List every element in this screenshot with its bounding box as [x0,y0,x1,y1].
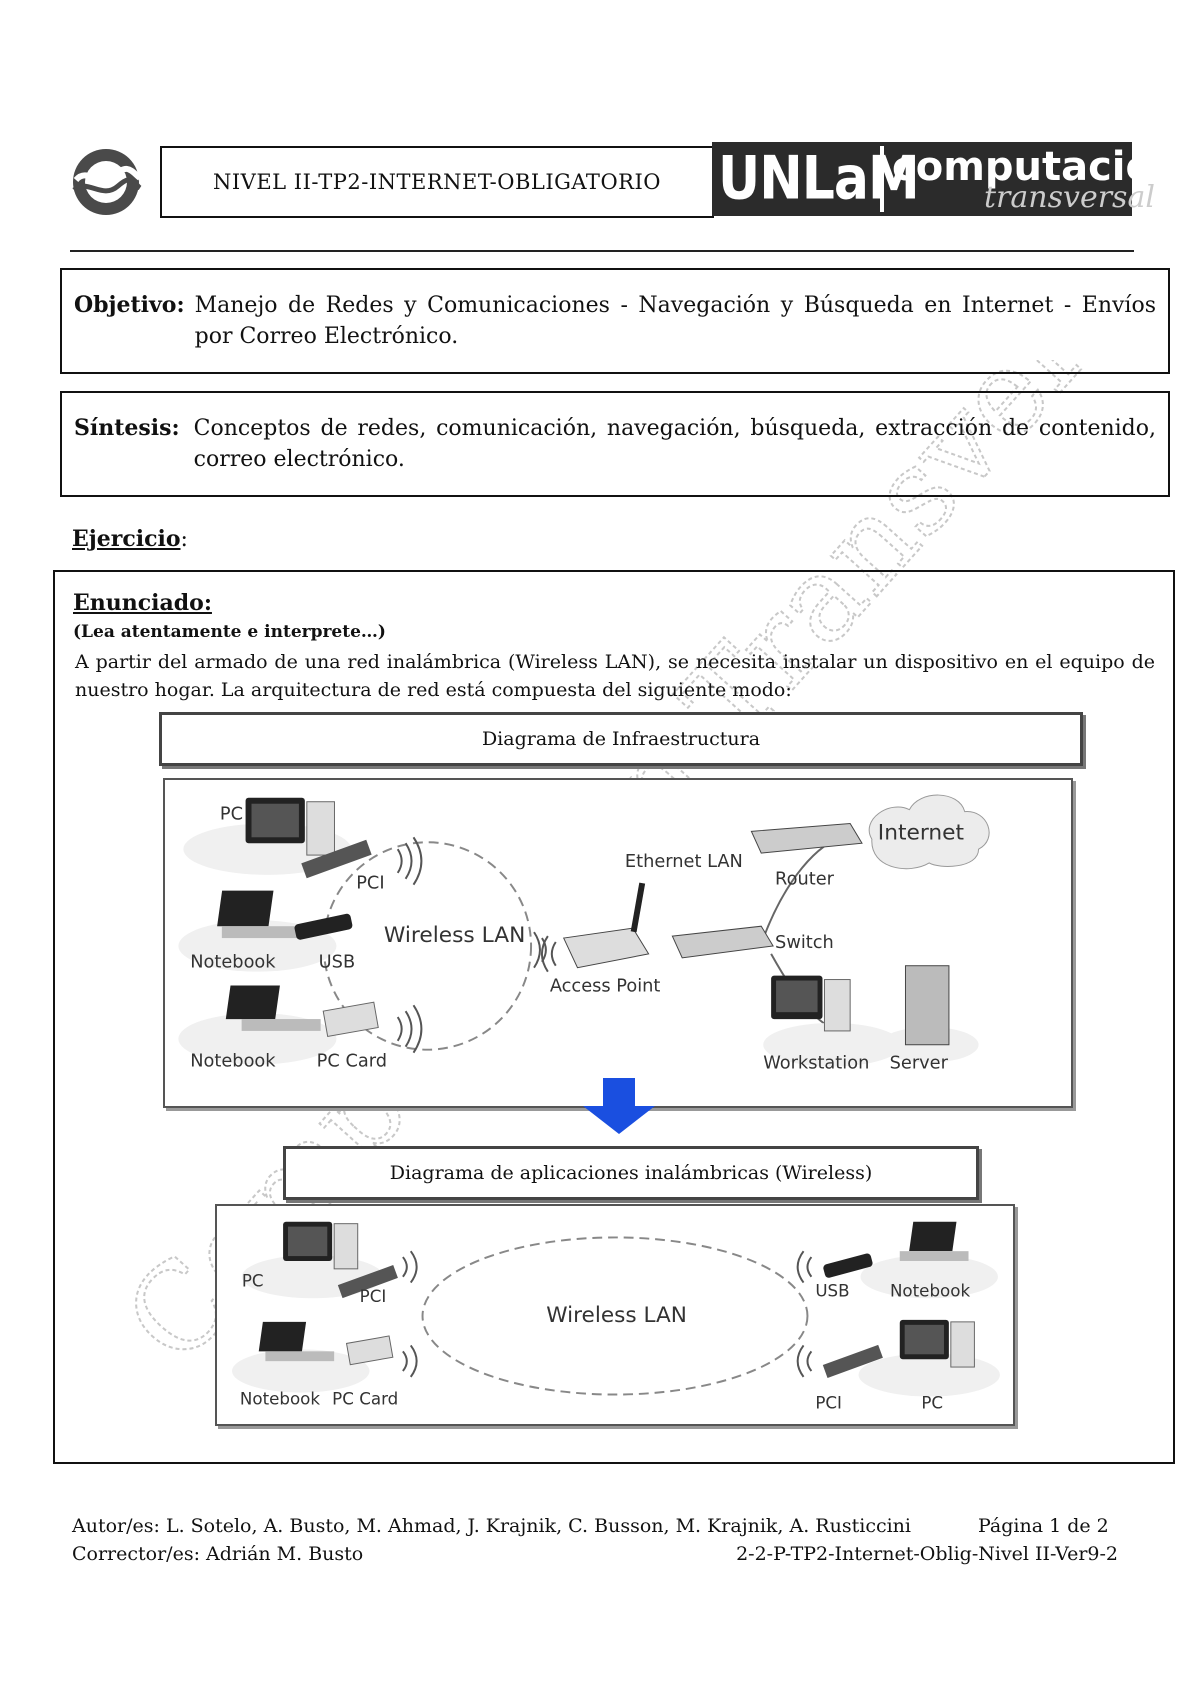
d2-label-pci-r: PCI [815,1393,842,1412]
d2-label-pc-r: PC [921,1393,943,1412]
ejercicio-title: Ejercicio [72,526,181,552]
sintesis-label: Síntesis: [74,413,180,475]
d1-label-notebook2: Notebook [190,1050,276,1071]
d2-label-notebook: Notebook [240,1389,321,1408]
exercise-box: Enunciado: (Lea atentamente e interprete… [53,570,1175,1464]
d2-label-pci: PCI [360,1287,387,1306]
d1-label-ethernet: Ethernet LAN [625,851,743,872]
d2-label-notebook-r: Notebook [890,1281,971,1300]
d1-label-usb: USB [319,952,355,973]
d1-label-internet: Internet [878,820,964,845]
enunciado-paragraph: A partir del armado de una red inalámbri… [75,648,1155,704]
footer-page: Página 1 de 2 [978,1512,1109,1540]
header-divider [70,250,1134,252]
footer-authors: Autor/es: L. Sotelo, A. Busto, M. Ahmad,… [72,1512,911,1540]
footer-corrector: Corrector/es: Adrián M. Busto [72,1540,363,1568]
down-arrow-icon [583,1078,655,1134]
d2-label-usb: USB [815,1281,849,1300]
diagram1-caption: Diagrama de Infraestructura [159,712,1083,766]
lea-instruction: (Lea atentamente e interprete…) [73,622,386,642]
d1-label-pci: PCI [356,873,384,894]
ejercicio-colon: : [181,527,188,552]
sintesis-text: Conceptos de redes, comunicación, navega… [194,413,1156,475]
d2-label-pc: PC [242,1272,264,1291]
footer-code: 2-2-P-TP2-Internet-Oblig-Nivel II-Ver9-2 [736,1540,1118,1568]
brand-unlam: UNLaM [718,136,919,221]
wireless-applications-diagram: PC PCI Notebook PC Card Wireless LAN USB… [215,1204,1015,1426]
d1-label-workstation: Workstation [763,1052,869,1073]
d1-label-notebook1: Notebook [190,952,276,973]
d1-label-switch: Switch [775,932,834,953]
ejercicio-heading: Ejercicio: [72,526,188,552]
objetivo-label: Objetivo: [74,290,185,352]
d1-label-ap: Access Point [550,975,661,996]
d2-label-pccard: PC Card [332,1389,398,1408]
document-title: NIVEL II-TP2-INTERNET-OBLIGATORIO [160,146,714,218]
objetivo-box: Objetivo: Manejo de Redes y Comunicacion… [60,268,1170,374]
d1-label-wlan: Wireless LAN [384,923,525,948]
university-logo [70,146,142,218]
diagram2-caption: Diagrama de aplicaciones inalámbricas (W… [283,1146,979,1200]
d1-label-pccard: PC Card [317,1050,387,1071]
objetivo-text: Manejo de Redes y Comunicaciones - Naveg… [195,290,1156,352]
enunciado-heading: Enunciado: [73,590,212,616]
d2-label-wlan: Wireless LAN [546,1303,687,1328]
unlam-brand-logo: UNLaM computación transversal [712,142,1132,216]
brand-transversal: transversal [984,180,1155,215]
d1-label-server: Server [890,1052,949,1073]
infrastructure-diagram: PC PCI Notebook USB Wireless LAN Noteboo… [163,778,1073,1108]
sintesis-box: Síntesis: Conceptos de redes, comunicaci… [60,391,1170,497]
d1-label-pc: PC [220,804,243,825]
d1-label-router: Router [775,869,835,890]
